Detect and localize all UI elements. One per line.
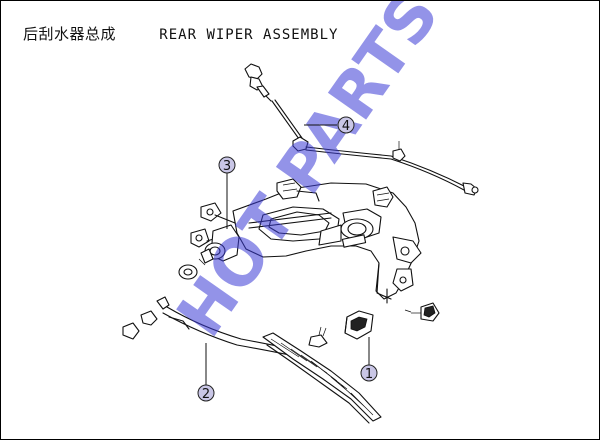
callout-3: 3 [218,156,236,229]
callout-3-label: 3 [223,159,231,174]
callout-4: 4 [304,116,355,134]
wiper-bracket-assembly [190,178,422,304]
wiper-cap-part-1 [344,310,374,340]
wiper-blade [262,332,382,424]
washer-hose-part-4 [244,63,479,196]
callout-2: 2 [197,343,215,402]
callout-4-label: 4 [342,119,350,134]
wiper-arm-part-2 [122,296,302,358]
grommet-right [404,302,440,322]
watermark-text: HOT PARTS [163,1,453,350]
small-clip [308,326,328,348]
title-chinese: 后刮水器总成 [23,25,117,43]
callout-2-label: 2 [202,387,210,402]
page-title: 后刮水器总成 REAR WIPER ASSEMBLY [23,23,338,44]
pivot-washer [178,264,198,280]
callout-1-label: 1 [365,367,373,382]
callout-1: 1 [360,337,378,382]
title-english: REAR WIPER ASSEMBLY [159,27,339,43]
